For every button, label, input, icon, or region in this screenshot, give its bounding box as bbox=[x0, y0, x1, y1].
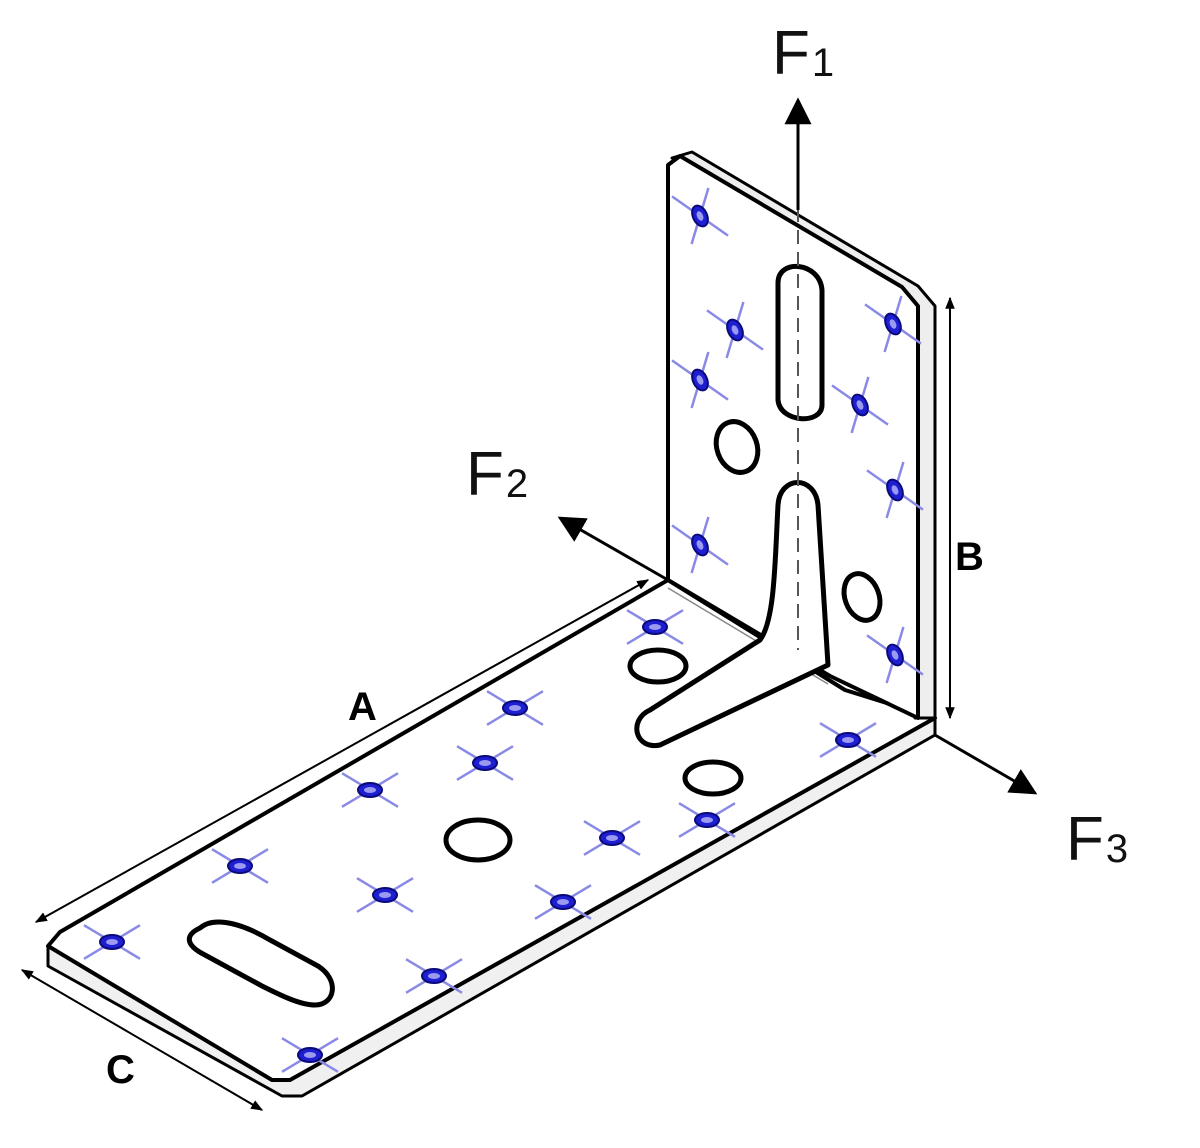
dimension-c-label: C bbox=[106, 1048, 135, 1092]
nail-hole bbox=[866, 461, 924, 519]
nail-hole bbox=[83, 924, 141, 960]
nail-hole bbox=[864, 295, 922, 353]
nail-hole bbox=[678, 802, 736, 838]
dimension-a-label: A bbox=[348, 685, 377, 729]
force-f2-index: 2 bbox=[506, 462, 528, 506]
nail-hole bbox=[671, 516, 729, 574]
force-f1-label: F1 bbox=[772, 19, 834, 88]
dimension-b-label: B bbox=[955, 535, 984, 579]
force-f2-label: F2 bbox=[466, 440, 528, 509]
horizontal-slot bbox=[186, 919, 335, 1008]
force-f1: F1 bbox=[772, 19, 834, 210]
horizontal-round-hole bbox=[627, 647, 689, 685]
dimension-c: C bbox=[20, 969, 264, 1111]
horizontal-round-hole bbox=[443, 817, 513, 863]
force-f3-index: 3 bbox=[1106, 827, 1128, 871]
nail-hole bbox=[671, 187, 729, 245]
vertical-slot bbox=[775, 264, 825, 422]
nail-hole bbox=[706, 301, 764, 359]
force-f1-index: 1 bbox=[812, 41, 834, 85]
force-f1-letter: F bbox=[772, 19, 810, 88]
dimension-b: B bbox=[945, 296, 984, 720]
dimension-a: A bbox=[34, 579, 650, 923]
horizontal-round-hole bbox=[682, 759, 744, 797]
force-f2-letter: F bbox=[466, 440, 504, 509]
force-f3: F3 bbox=[934, 733, 1128, 874]
nail-hole bbox=[671, 351, 729, 409]
force-f3-letter: F bbox=[1066, 805, 1104, 874]
nail-hole bbox=[281, 1037, 339, 1073]
force-f3-label: F3 bbox=[1066, 805, 1128, 874]
vertical-round-hole bbox=[841, 571, 883, 623]
nail-hole bbox=[819, 722, 877, 758]
vertical-round-hole bbox=[713, 419, 761, 475]
nail-hole bbox=[866, 626, 924, 684]
force-f2: F2 bbox=[466, 440, 669, 582]
nail-hole bbox=[405, 958, 463, 994]
nail-hole bbox=[831, 376, 889, 434]
